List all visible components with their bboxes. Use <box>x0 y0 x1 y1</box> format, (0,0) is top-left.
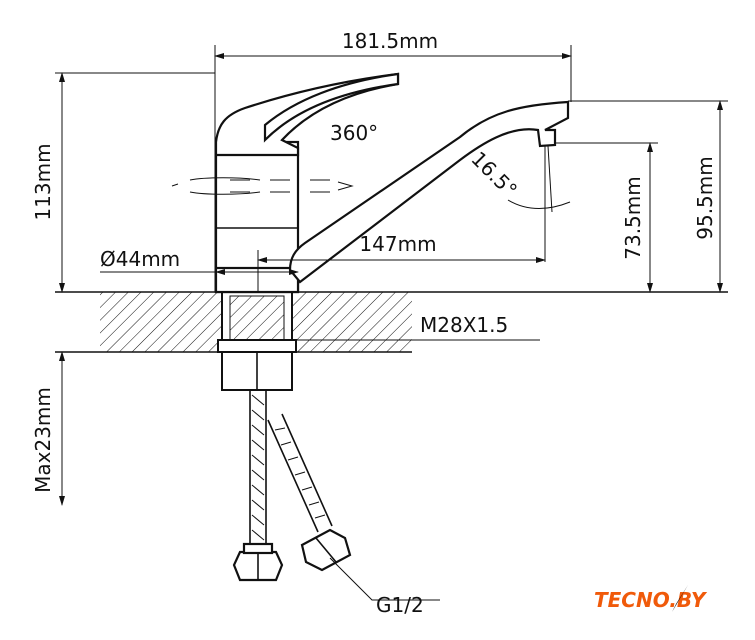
spout-angle-label: 16.5° <box>466 147 522 203</box>
spout <box>288 100 570 284</box>
countertop <box>55 291 728 353</box>
logo-text: TECNO.BY <box>594 588 708 612</box>
body-diameter-label: Ø44mm <box>100 247 180 271</box>
width-total-label: 181.5mm <box>342 29 438 53</box>
tecno-logo: TECNO.BY <box>594 585 708 612</box>
dimension-lines <box>55 45 728 601</box>
rotation-indicator <box>171 177 354 195</box>
thread-label: M28X1.5 <box>420 313 508 337</box>
connection-label: G1/2 <box>376 593 424 617</box>
hoses <box>232 390 352 582</box>
thread-mount <box>217 291 297 391</box>
spout-height-label: 73.5mm <box>621 176 645 260</box>
max-countertop-label: Max23mm <box>31 387 55 493</box>
spout-reach-label: 147mm <box>359 232 436 256</box>
rotation-label: 360° <box>330 121 378 145</box>
logo-bolt-icon <box>672 585 688 612</box>
height-total-label: 113mm <box>31 143 55 220</box>
spout-top-height-label: 95.5mm <box>693 156 717 240</box>
